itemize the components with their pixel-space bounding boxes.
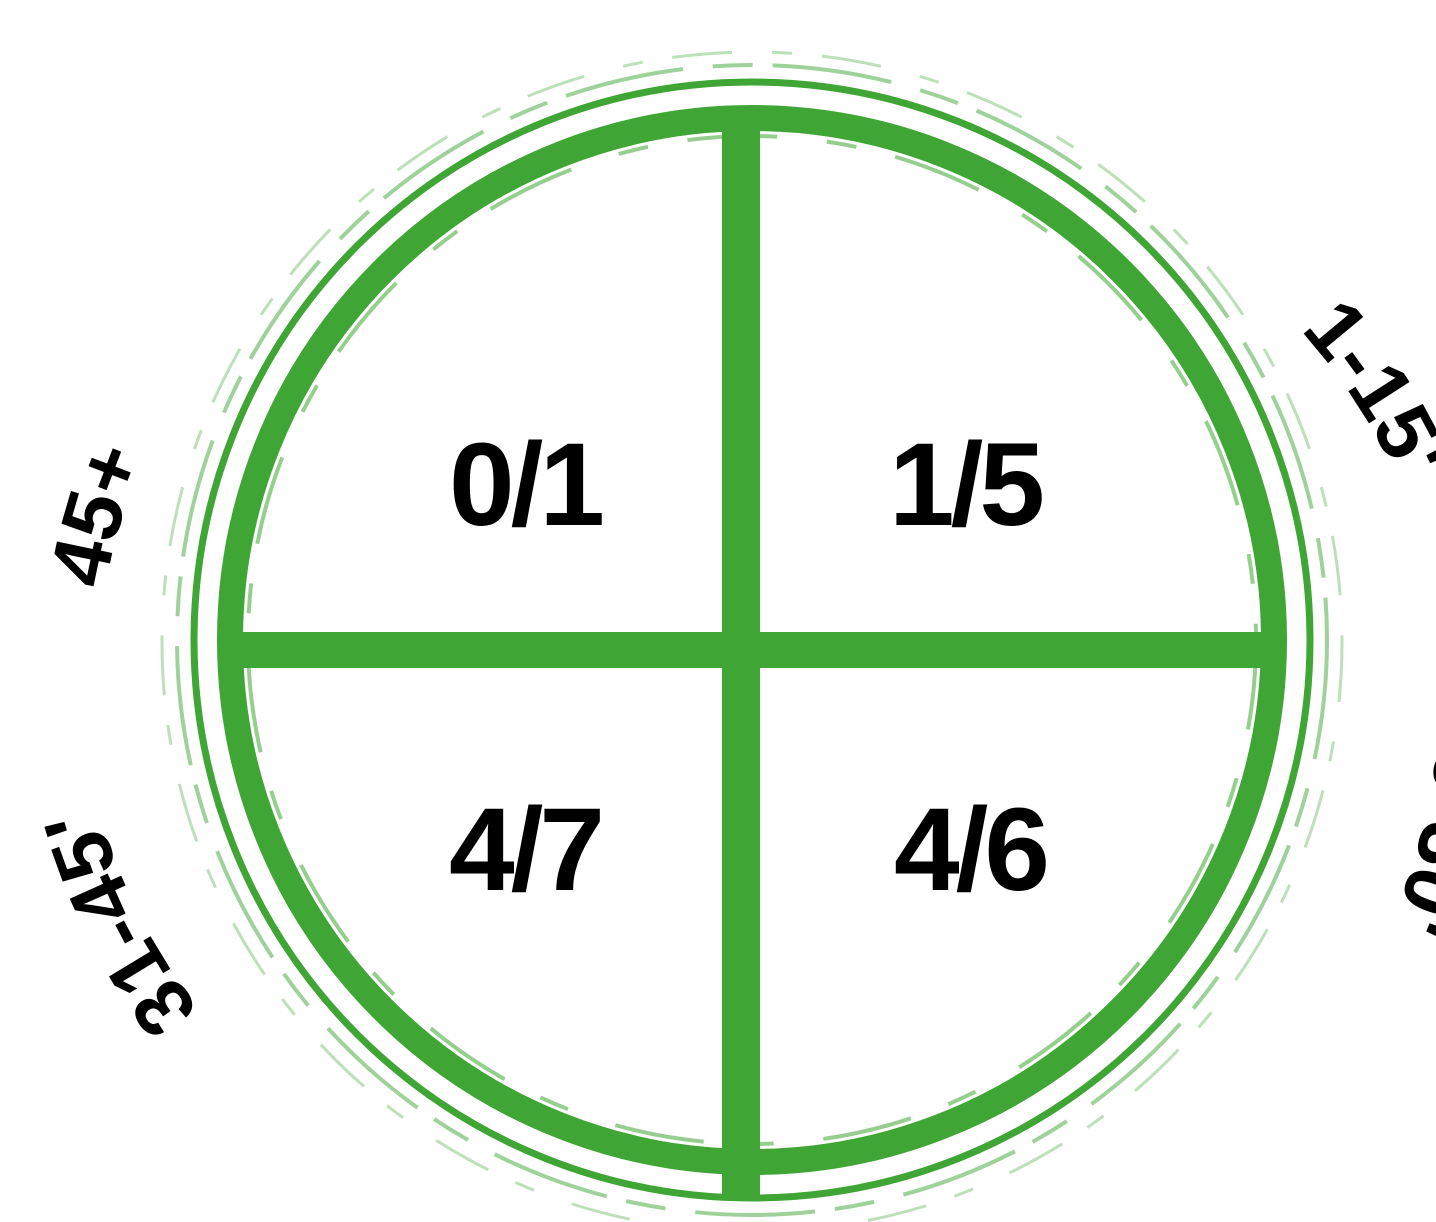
quadrant-bottom-left-value: 4/7	[449, 784, 601, 916]
range-label-right-upper: 1-15'	[1286, 283, 1436, 491]
range-label-left-lower: 31-45'	[27, 801, 214, 1052]
quadrant-top-right-value: 1/5	[889, 419, 1042, 551]
range-label-left-lower-text: 31-45'	[27, 801, 214, 1052]
range-label-left-upper: 45+	[33, 431, 160, 594]
quadrant-top-left-value: 0/1	[449, 419, 602, 551]
range-label-right-lower-text: 16-30'	[1374, 699, 1436, 951]
range-label-right-upper-text: 1-15'	[1286, 283, 1436, 491]
quadrant-bottom-right-value: 4/6	[894, 784, 1046, 916]
range-label-left-upper-text: 45+	[33, 431, 160, 594]
horizontal-divider	[225, 632, 1270, 668]
range-label-right-lower: 16-30'	[1374, 699, 1436, 951]
